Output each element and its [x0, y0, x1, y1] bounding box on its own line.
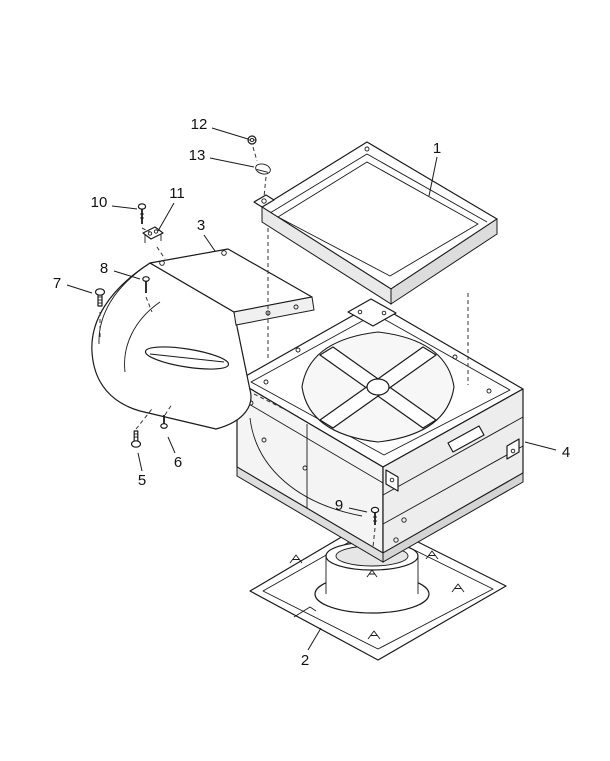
- callout-label-1: 1: [433, 140, 441, 157]
- callout-label-13: 13: [189, 147, 206, 164]
- callout-leader-lines: [66, 127, 557, 651]
- main-housing-part: [236, 298, 524, 563]
- callout-label-12: 12: [191, 116, 208, 133]
- callout-label-3: 3: [197, 217, 205, 234]
- ring-clip-icon: [366, 569, 378, 578]
- cover-tab: [253, 194, 275, 208]
- fan-hub: [366, 378, 390, 396]
- assembly-dashed-lines: [99, 146, 469, 548]
- screw-9: [370, 506, 380, 525]
- scoop-skirt: [233, 296, 315, 326]
- callout-label-4: 4: [562, 444, 570, 461]
- callout-label-8: 8: [100, 260, 108, 277]
- callout-label-7: 7: [53, 275, 61, 292]
- callout-label-11: 11: [169, 185, 185, 202]
- plate-clip-icon: [367, 630, 381, 640]
- handle-slot: [447, 425, 485, 453]
- callout-label-6: 6: [174, 454, 182, 471]
- screw-6: [160, 415, 168, 429]
- callout-label-5: 5: [138, 472, 146, 489]
- cover-part: [253, 141, 498, 305]
- screw-10: [137, 203, 147, 224]
- clip-13: [255, 163, 271, 175]
- plate-clip-icon: [425, 550, 439, 560]
- plate-clip-icon: [289, 554, 303, 564]
- plate-clip-icon: [451, 583, 465, 593]
- callout-label-2: 2: [301, 652, 309, 669]
- bracket-11: [142, 226, 164, 243]
- bolt-5: [130, 430, 142, 448]
- callout-label-10: 10: [91, 194, 108, 211]
- scoop-part: [91, 248, 315, 430]
- callout-labels: 1 2 3 4 5 6 7 8 9 10 11 12 13: [53, 116, 570, 669]
- bolt-7: [94, 288, 106, 307]
- callout-label-9: 9: [335, 497, 343, 514]
- nut-12: [247, 135, 257, 145]
- screw-8: [142, 276, 150, 293]
